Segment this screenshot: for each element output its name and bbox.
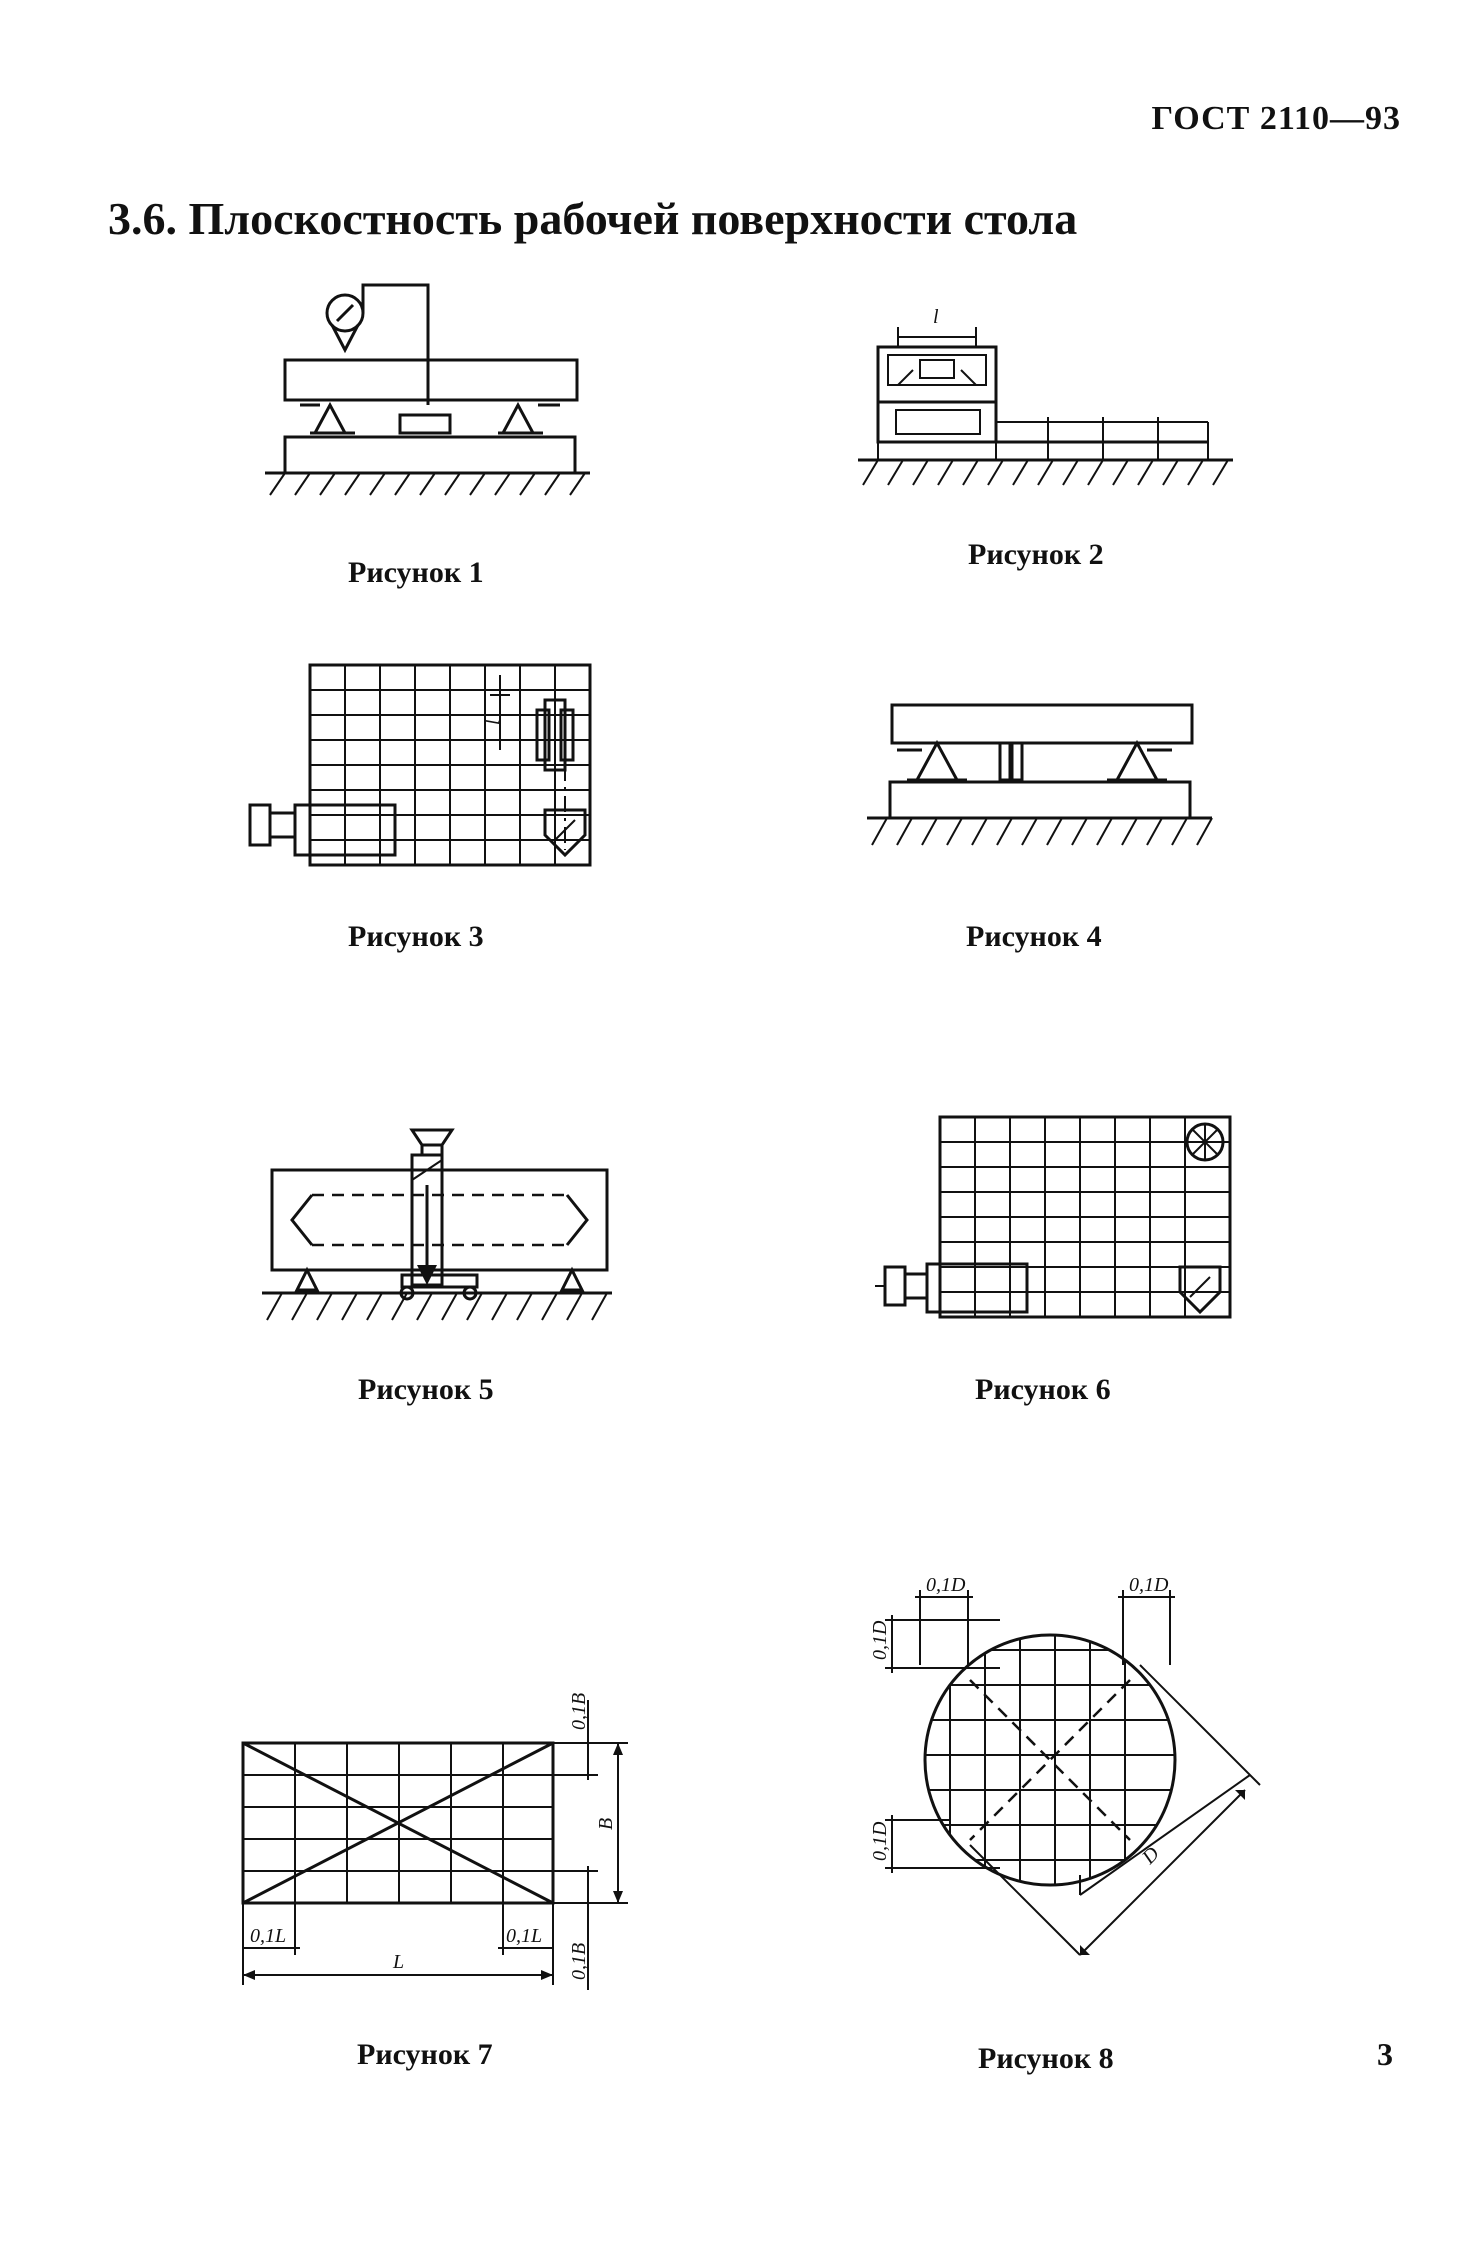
figure-3-drawing: l xyxy=(248,663,592,867)
figure-5 xyxy=(262,1125,617,1321)
figure-8-caption: Рисунок 8 xyxy=(978,2042,1114,2075)
figure-5-caption: Рисунок 5 xyxy=(358,1373,494,1406)
document-header: ГОСТ 2110—93 xyxy=(1151,100,1401,137)
figure-7-label-B: B xyxy=(595,1818,617,1830)
figure-2: l xyxy=(858,305,1238,495)
section-title: 3.6. Плоскостность рабочей поверхности с… xyxy=(108,193,1078,244)
figure-8-label-01D-top-left: 0,1D xyxy=(926,1574,966,1596)
figure-7-label-01L-left: 0,1L xyxy=(250,1925,286,1947)
figure-1 xyxy=(260,265,600,496)
figure-7: B 0,1B 0,1B L 0,1L 0,1L xyxy=(228,1670,628,2000)
figure-7-caption: Рисунок 7 xyxy=(357,2038,493,2071)
figure-6-caption: Рисунок 6 xyxy=(975,1373,1111,1406)
figure-1-caption: Рисунок 1 xyxy=(348,556,484,589)
figure-6 xyxy=(875,1112,1235,1322)
figure-7-label-01B-top: 0,1B xyxy=(568,1693,590,1730)
page-number: 3 xyxy=(1377,2036,1393,2072)
figure-8-label-01D-left-top: 0,1D xyxy=(869,1620,891,1660)
figure-5-drawing xyxy=(262,1128,612,1321)
figure-2-label-l: l xyxy=(933,306,939,328)
figure-8-label-01D-top-right: 0,1D xyxy=(1129,1574,1169,1596)
figure-8: D 0,1D 0,1D 0,1D 0,1D xyxy=(840,1555,1270,1985)
figure-7-label-L: L xyxy=(392,1951,404,1973)
figure-1-drawing xyxy=(265,283,590,496)
figure-6-drawing xyxy=(875,1115,1232,1319)
figure-3-caption: Рисунок 3 xyxy=(348,920,484,953)
figure-7-drawing: B 0,1B 0,1B L 0,1L 0,1L xyxy=(241,1693,628,1990)
figure-4 xyxy=(862,700,1217,860)
figure-2-drawing: l xyxy=(858,306,1233,486)
figure-7-label-01L-right: 0,1L xyxy=(506,1925,542,1947)
figure-4-drawing xyxy=(867,703,1213,846)
figure-4-caption: Рисунок 4 xyxy=(966,920,1102,953)
figure-3: l xyxy=(245,655,605,870)
figure-8-drawing: D 0,1D 0,1D 0,1D 0,1D xyxy=(869,1574,1261,1956)
figure-8-label-01D-left-bottom: 0,1D xyxy=(869,1821,891,1861)
figure-3-label-l: l xyxy=(482,719,504,725)
figure-2-caption: Рисунок 2 xyxy=(968,538,1104,571)
figure-7-label-01B-bottom: 0,1B xyxy=(568,1943,590,1980)
